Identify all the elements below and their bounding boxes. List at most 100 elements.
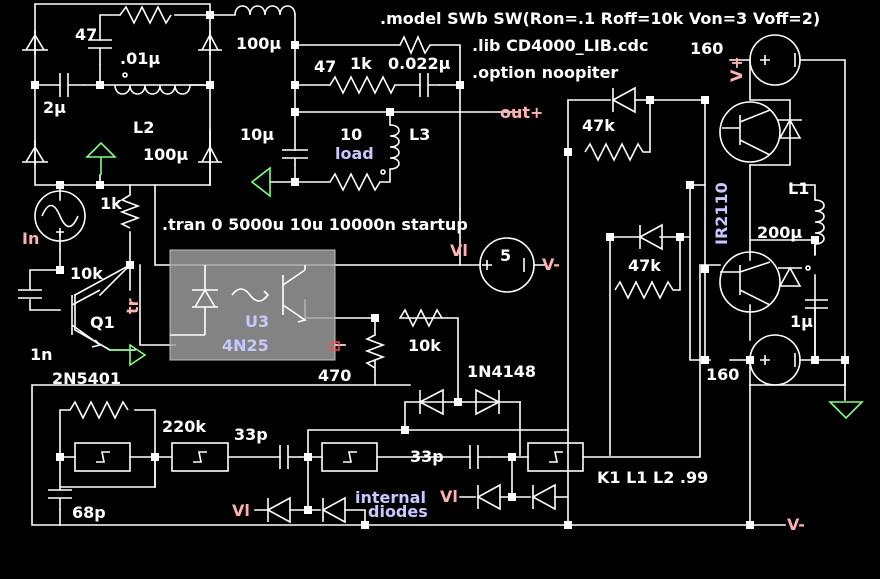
label-c-47: 47 bbox=[75, 25, 97, 44]
tran-directive: .tran 0 5000u 10u 10000n startup bbox=[162, 215, 468, 234]
label-r-47: 47 bbox=[314, 57, 336, 76]
cap-33p-a bbox=[279, 445, 300, 469]
inductor-l1 bbox=[814, 199, 825, 255]
junctions bbox=[31, 11, 849, 529]
resistor-0022-top bbox=[399, 35, 431, 55]
diode-1n4148-a bbox=[418, 388, 444, 416]
diode-internal-b bbox=[321, 496, 346, 524]
label-c-1u: 1µ bbox=[790, 312, 813, 331]
cap-1u bbox=[805, 299, 828, 360]
bridge-diode-d2 bbox=[198, 30, 222, 55]
switch-top bbox=[719, 101, 781, 163]
ground-symbols bbox=[85, 141, 864, 420]
ground-q1 bbox=[110, 343, 147, 367]
ground-top-left bbox=[85, 141, 117, 175]
resistor-10k-mid bbox=[399, 308, 443, 328]
diode-mid-right bbox=[638, 223, 663, 251]
diode-internal-c bbox=[476, 483, 501, 511]
bridge-diode-d3 bbox=[22, 140, 48, 165]
label-c-1n: 1n bbox=[30, 345, 53, 364]
optocoupler-u3 bbox=[169, 249, 340, 361]
label-l2-name: L2 bbox=[133, 118, 154, 137]
net-v-minus-bottom: V- bbox=[787, 515, 805, 534]
label-r-47k-top: 47k bbox=[582, 116, 615, 135]
capacitors bbox=[18, 39, 828, 510]
label-r-1k-left: 1k bbox=[100, 194, 122, 213]
label-l1-name: L1 bbox=[788, 179, 809, 198]
label-source-in: In bbox=[22, 229, 39, 248]
diode-internal-a bbox=[266, 496, 291, 524]
label-l3-name: L3 bbox=[409, 125, 430, 144]
resistor-bottom-left bbox=[69, 400, 129, 420]
ground-right bbox=[828, 401, 864, 420]
label-l1-value: 200µ bbox=[757, 223, 802, 242]
lib-directive: .lib CD4000_LIB.cdc bbox=[472, 36, 648, 55]
cap-1n bbox=[18, 289, 42, 299]
resistor-1k-top bbox=[329, 75, 396, 95]
net-vl-bottom-left: Vl bbox=[232, 501, 250, 520]
label-diodes: diodes bbox=[368, 502, 428, 521]
option-directive: .option noopiter bbox=[472, 63, 618, 82]
switch-body-diode-top bbox=[778, 118, 802, 139]
schmitt-buffer-3 bbox=[321, 442, 378, 472]
label-sw-160-bot: 160 bbox=[706, 365, 739, 384]
label-u3-name: U3 bbox=[245, 312, 269, 331]
label-sw-160-top: 160 bbox=[690, 39, 723, 58]
labels: .model SWb SW(Ron=.1 Roff=10k Von=3 Voff… bbox=[22, 9, 820, 534]
resistor-47-top bbox=[119, 5, 172, 25]
transistor-q1 bbox=[71, 289, 102, 348]
label-u3-model: 4N25 bbox=[222, 336, 269, 355]
ac-source-in bbox=[34, 190, 86, 242]
label-r-470: 470 bbox=[318, 366, 351, 385]
model-directive: .model SWb SW(Ron=.1 Roff=10k Von=3 Voff… bbox=[380, 9, 820, 28]
cap-68p bbox=[48, 489, 72, 510]
inductors bbox=[114, 5, 825, 271]
label-r-1k-top: 1k bbox=[350, 54, 372, 73]
resistor-47k-top bbox=[584, 142, 650, 162]
dc-source-bottom bbox=[749, 334, 801, 386]
net-vl-bottom-mid: Vl bbox=[440, 487, 458, 506]
label-r-load-value: 10 bbox=[340, 125, 362, 144]
label-v5: 5 bbox=[500, 246, 511, 265]
inductor-l3 bbox=[389, 124, 400, 180]
label-l2-value: 100µ bbox=[143, 145, 188, 164]
schmitt-buffer-2 bbox=[171, 442, 229, 472]
label-r-10k-mid: 10k bbox=[408, 336, 441, 355]
schmitt-triggers bbox=[74, 442, 584, 472]
cap-2u bbox=[59, 73, 85, 97]
label-r-load-name: load bbox=[335, 144, 374, 163]
label-r-47k-bot: 47k bbox=[628, 256, 661, 275]
resistors bbox=[69, 5, 680, 420]
label-c-01u: .01µ bbox=[120, 49, 160, 68]
label-c-68p: 68p bbox=[72, 503, 106, 522]
label-d-1n4148: 1N4148 bbox=[467, 362, 536, 381]
cap-47 bbox=[88, 39, 112, 65]
label-r-220k: 220k bbox=[162, 417, 206, 436]
label-q1-name: Q1 bbox=[90, 313, 115, 332]
switches bbox=[71, 101, 781, 348]
label-internal: internal bbox=[355, 488, 426, 507]
diode-internal-d bbox=[531, 483, 556, 511]
switch-bottom bbox=[719, 251, 781, 313]
label-c-10u: 10µ bbox=[240, 125, 274, 144]
resistor-load bbox=[329, 172, 381, 192]
bridge-diode-d4 bbox=[198, 140, 222, 165]
label-c-2u: 2µ bbox=[43, 98, 66, 117]
inductor-l2 bbox=[114, 84, 210, 95]
switch-body-diode-bot bbox=[778, 266, 802, 287]
resistor-1k-left bbox=[119, 194, 141, 229]
wires bbox=[29, 3, 846, 526]
label-c-33p-a: 33p bbox=[234, 425, 268, 444]
inductor-100u-top bbox=[234, 5, 296, 16]
net-v-plus: V+ bbox=[727, 56, 746, 82]
label-ir2110: IR2110 bbox=[712, 182, 731, 245]
label-c-0022u: 0.022µ bbox=[388, 54, 451, 73]
net-vl-source: Vl bbox=[450, 241, 468, 260]
label-r-10k-q1: 10k bbox=[70, 264, 103, 283]
dc-source-vplus bbox=[749, 34, 801, 86]
label-c-33p-b: 33p bbox=[410, 447, 444, 466]
schmitt-buffer-4 bbox=[527, 442, 584, 472]
diodes bbox=[22, 30, 802, 524]
